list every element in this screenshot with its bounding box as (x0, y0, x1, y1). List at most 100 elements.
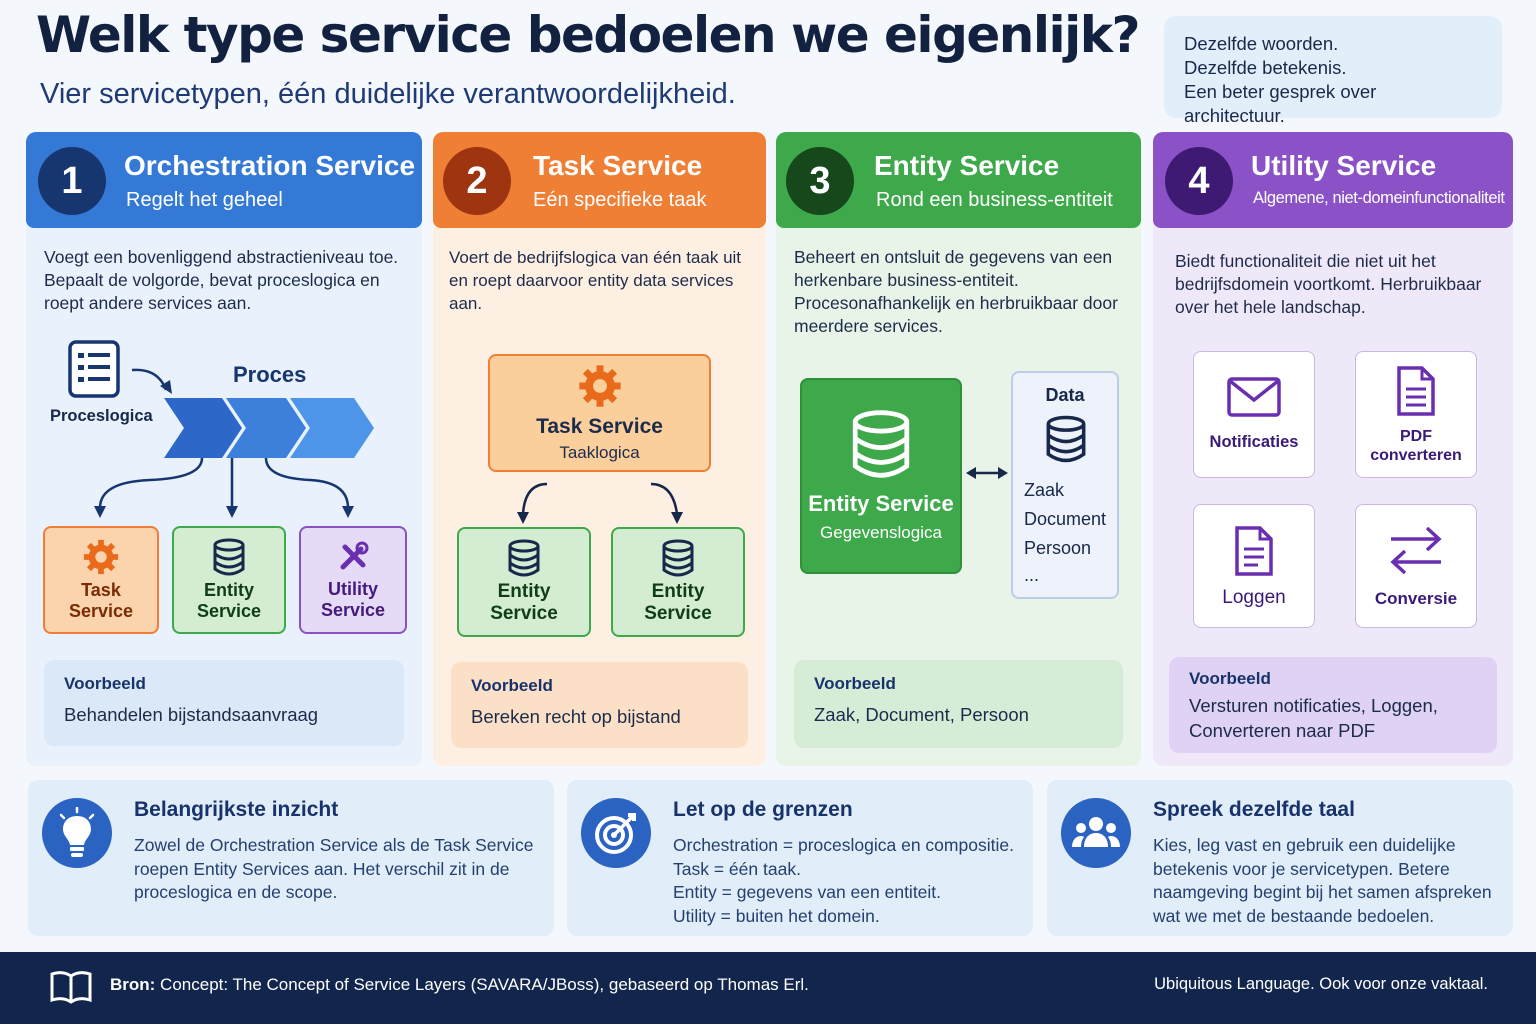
column-description: Voegt een bovenliggend abstractieniveau … (44, 247, 399, 313)
task-flow-arrows (517, 482, 683, 524)
column-title: Orchestration Service (124, 150, 416, 181)
database-icon (1046, 415, 1086, 463)
column-orchestration: 1 Orchestration Service Regelt het gehee… (26, 132, 422, 766)
entity-service-box: Entity Service (611, 527, 745, 637)
target-icon (595, 813, 636, 854)
lightbulb-icon (59, 807, 95, 857)
boundary-line: Utility = buiten het domein. (673, 905, 880, 926)
tile-label: PDF converteren (1370, 427, 1462, 464)
insight-text: Zowel de Orchestration Service als de Ta… (134, 835, 534, 902)
entity-service-box: Entity Service (172, 526, 286, 634)
wrench-icon (340, 541, 369, 570)
utility-tile-conversie: Conversie (1355, 504, 1477, 628)
example-box: Voorbeeld Behandelen bijstandsaanvraag (44, 660, 404, 746)
tile-label: Notificaties (1209, 433, 1299, 451)
database-icon (213, 538, 245, 576)
example-title: Voorbeeld (64, 674, 146, 693)
column-subtitle: Regelt het geheel (126, 189, 283, 211)
column-subtitle: Rond een business-entiteit (876, 189, 1113, 211)
language-text: Kies, leg vast en gebruik een duidelijke… (1153, 835, 1492, 926)
book-icon (50, 971, 92, 1004)
gear-icon (83, 539, 119, 575)
insight-icon-wrap (581, 798, 651, 868)
example-text: Versturen notificaties, Loggen, Converte… (1189, 695, 1438, 741)
column-description: Biedt functionaliteit die niet uit het b… (1175, 251, 1482, 317)
column-number: 1 (38, 147, 106, 215)
boundaries-card: Let op de grenzen Orchestration = proces… (567, 780, 1033, 936)
example-title: Voorbeeld (1189, 669, 1271, 688)
example-text: Zaak, Document, Persoon (814, 704, 1029, 725)
column-title: Task Service (533, 150, 703, 181)
callout-line: Dezelfde woorden. (1184, 33, 1339, 54)
example-box: Voorbeeld Versturen notificaties, Loggen… (1169, 657, 1497, 753)
example-text: Bereken recht op bijstand (471, 706, 681, 727)
column-subtitle: Eén specifieke taak (533, 189, 707, 211)
example-box: Voorbeeld Zaak, Document, Persoon (794, 660, 1123, 748)
boundary-line: Entity = gegevens van een entiteit. (673, 882, 942, 902)
entity-service-box: Entity Service (457, 527, 591, 637)
people-group-icon (1072, 817, 1120, 847)
utility-tile-loggen: Loggen (1193, 504, 1315, 628)
source-text: Concept: The Concept of Service Layers (… (155, 975, 809, 994)
callout-box: Dezelfde woorden. Dezelfde betekenis. Ee… (1164, 16, 1502, 126)
entity-service-main-box: Entity Service Gegevenslogica (800, 378, 962, 574)
page-title: Welk type service bedoelen we eigenlijk? (36, 6, 1141, 64)
example-title: Voorbeeld (471, 676, 553, 695)
checklist-icon (68, 340, 120, 398)
task-main-sub: Taaklogica (559, 443, 640, 462)
column-number: 3 (786, 147, 854, 215)
utility-tile-pdf: PDF converteren (1355, 351, 1477, 478)
data-item: Document (1024, 509, 1107, 529)
example-box: Voorbeeld Bereken recht op bijstand (451, 662, 748, 748)
column-description: Beheert en ontsluit de gegevens van een … (794, 247, 1118, 336)
insight-icon-wrap (1061, 798, 1131, 868)
column-title: Utility Service (1251, 150, 1437, 181)
footer-bar: Bron: Concept: The Concept of Service La… (0, 952, 1536, 1024)
tile-label: Loggen (1222, 586, 1286, 608)
data-item: ... (1024, 565, 1040, 585)
page-subtitle: Vier servicetypen, één duidelijke verant… (40, 78, 736, 110)
utility-service-box: Utility Service (299, 526, 407, 634)
column-description: Voert de bedrijfslogica van één taak uit… (449, 248, 742, 313)
process-chevrons (164, 398, 374, 458)
process-label: Proces (233, 362, 307, 387)
column-title: Entity Service (874, 150, 1060, 181)
pdf-document-icon (1397, 365, 1435, 416)
log-document-icon (1235, 525, 1273, 576)
tile-label: Conversie (1374, 588, 1458, 608)
column-header: 2 Task Service Eén specifieke taak (433, 132, 766, 228)
flow-arrow-right (264, 457, 350, 509)
swap-arrows-icon (1390, 526, 1442, 574)
box-label: Entity Service (644, 581, 712, 624)
data-panel: Data Zaak Document Persoon ... (1011, 371, 1119, 599)
data-item: Zaak (1024, 480, 1065, 500)
example-title: Voorbeeld (814, 674, 896, 693)
column-task: 2 Task Service Eén specifieke taak Voert… (433, 132, 766, 766)
database-icon (852, 410, 910, 478)
box-label: Utility Service (320, 579, 386, 620)
entity-main-sub: Gegevenslogica (820, 523, 942, 542)
logic-label: Proceslogica (50, 407, 153, 425)
orchestration-diagram (68, 340, 374, 518)
database-icon (508, 539, 540, 577)
footer-tagline: Ubiquitous Language. Ook voor onze vakta… (1154, 975, 1488, 993)
column-number: 2 (443, 147, 511, 215)
column-entity: 3 Entity Service Rond een business-entit… (776, 132, 1141, 766)
entity-main-title: Entity Service (808, 491, 954, 516)
language-card: Spreek dezelfde taal Kies, leg vast en g… (1047, 780, 1513, 936)
curved-arrow-icon (131, 368, 168, 391)
box-label: Task Service (68, 580, 134, 621)
column-header: 3 Entity Service Rond een business-entit… (776, 132, 1141, 228)
task-main-title: Task Service (536, 415, 663, 438)
source-label: Bron: (110, 975, 156, 994)
data-item: Persoon (1024, 538, 1092, 558)
column-number: 4 (1165, 147, 1233, 215)
column-header: 1 Orchestration Service Regelt het gehee… (26, 132, 422, 228)
insight-title: Belangrijkste inzicht (134, 798, 339, 821)
language-title: Spreek dezelfde taal (1153, 798, 1355, 821)
envelope-icon (1227, 377, 1281, 417)
task-service-main-box: Task Service Taaklogica (488, 354, 711, 472)
boundary-line: Task = één taak. (673, 858, 801, 879)
callout-line: Dezelfde betekenis. (1184, 57, 1347, 78)
database-icon (662, 539, 694, 577)
